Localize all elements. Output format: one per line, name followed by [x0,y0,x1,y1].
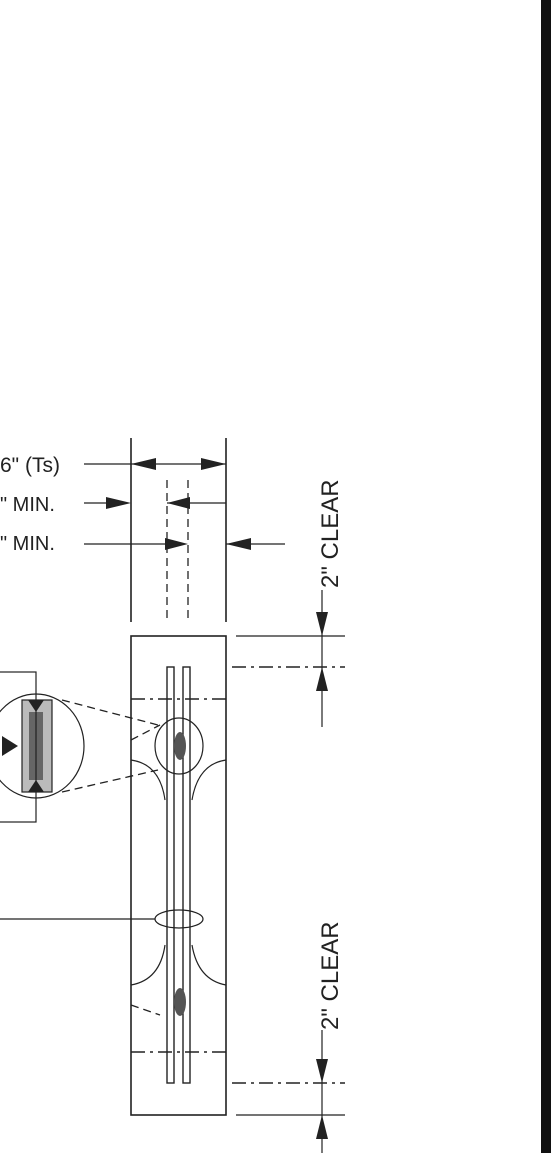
taper-top-dash [130,724,161,741]
taper-top-left [130,759,166,801]
detail-leader-1 [61,699,159,726]
ts-arrow-right [201,458,226,470]
taper-bottom-dash [130,1004,161,1016]
min-label-1: " MIN. [0,494,55,516]
detail-leader-2 [61,769,159,793]
wall-section [130,635,227,1116]
taper-bottom-right [191,944,227,986]
detail-fill [174,732,186,760]
clear-top-arrow-1 [316,612,328,636]
rebar-arrow [167,497,190,509]
clear-top-label: 2" CLEAR [317,479,344,588]
tie-loop [154,909,204,929]
detail-circle [154,717,204,775]
detail-frame [0,671,37,823]
detail-arrow-left [2,736,18,756]
clear-bottom-arrow-1 [316,1059,328,1083]
rebar-right [182,666,191,1084]
taper-top-right [191,759,227,801]
taper-bottom-left [130,944,166,986]
ts-arrow-left [131,458,156,470]
clear-top-arrow-2 [316,667,328,691]
lower-bar-mark [174,988,186,1016]
min1-arrow [106,497,131,509]
rebar-left [166,666,175,1084]
cover-arrow [226,538,251,550]
clear-bottom-label: 2" CLEAR [317,921,344,1030]
ts-label: 6" (Ts) [0,454,60,477]
page-border [541,0,551,1153]
min-label-2: " MIN. [0,533,55,555]
min2-arrow [165,538,188,550]
clear-bottom-arrow-2 [316,1115,328,1139]
